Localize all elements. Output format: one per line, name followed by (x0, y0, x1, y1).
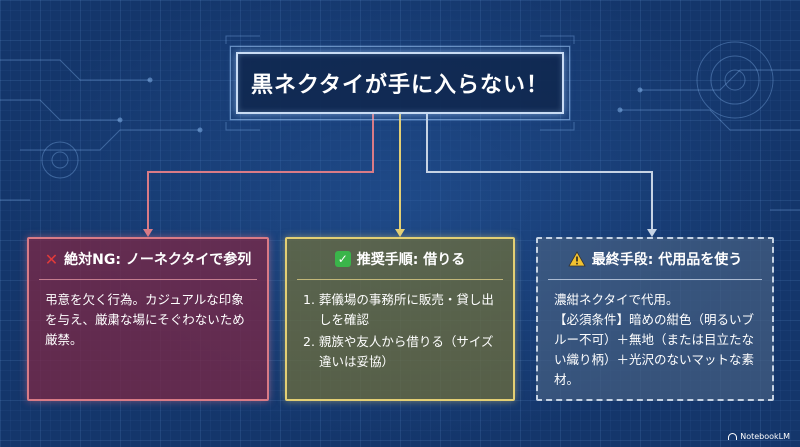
card-last-resort-text-2: 【必須条件】暗めの紺色（明るいブルー不可）＋無地（または目立たない織り柄）＋光沢… (554, 312, 755, 387)
card-recommended-header: ✓ 推奨手順: 借りる (297, 239, 503, 280)
card-ng-text: 弔意を欠く行為。カジュアルな印象を与え、厳粛な場にそぐわないため厳禁。 (45, 292, 245, 347)
card-ng-header: ✕ 絶対NG: ノーネクタイで参列 (39, 239, 257, 280)
brand-watermark: NotebookLM (728, 432, 790, 441)
card-ng-body: 弔意を欠く行為。カジュアルな印象を与え、厳粛な場にそぐわないため厳禁。 (29, 280, 267, 350)
card-ng: ✕ 絶対NG: ノーネクタイで参列 弔意を欠く行為。カジュアルな印象を与え、厳粛… (27, 237, 269, 401)
title-box: 黒ネクタイが手に入らない！ (230, 46, 570, 120)
card-last-resort-header: 最終手段: 代用品を使う (548, 239, 762, 280)
check-mark-icon: ✓ (334, 251, 351, 267)
warning-icon (568, 251, 586, 267)
notebooklm-logo-icon (728, 433, 738, 440)
list-item: 2. 親族や友人から借りる（サイズ違いは妥協） (303, 334, 494, 369)
card-recommended-body: 1. 葬儀場の事務所に販売・貸し出しを確認 2. 親族や友人から借りる（サイズ違… (287, 280, 513, 372)
card-ng-heading: 絶対NG: ノーネクタイで参列 (64, 252, 252, 268)
cross-mark-icon: ✕ (44, 249, 59, 269)
card-recommended: ✓ 推奨手順: 借りる 1. 葬儀場の事務所に販売・貸し出しを確認 2. 親族や… (285, 237, 515, 401)
card-recommended-heading: 推奨手順: 借りる (356, 252, 466, 268)
card-last-resort-heading: 最終手段: 代用品を使う (591, 252, 743, 268)
brand-name: NotebookLM (740, 432, 790, 441)
page-title: 黒ネクタイが手に入らない！ (250, 73, 550, 98)
card-last-resort: 最終手段: 代用品を使う 濃紺ネクタイで代用。 【必須条件】暗めの紺色（明るいブ… (536, 237, 774, 401)
list-item: 1. 葬儀場の事務所に販売・貸し出しを確認 (303, 292, 494, 327)
card-last-resort-body: 濃紺ネクタイで代用。 【必須条件】暗めの紺色（明るいブルー不可）＋無地（または目… (538, 280, 772, 390)
card-last-resort-text-1: 濃紺ネクタイで代用。 (554, 292, 679, 307)
